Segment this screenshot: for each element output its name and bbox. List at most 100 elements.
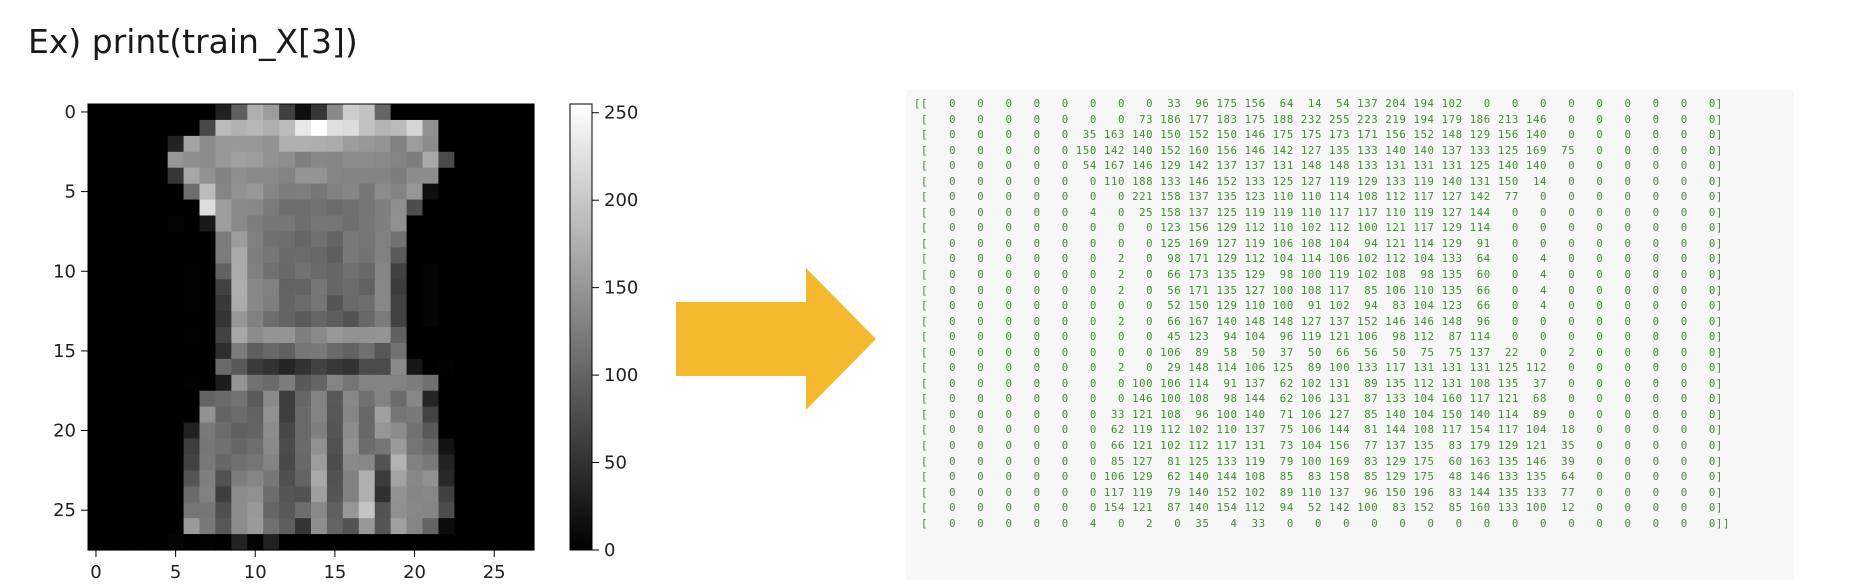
heatmap-cell [518,327,535,344]
heatmap-cell [135,231,153,248]
heatmap-cell [454,438,471,456]
heatmap-cell [454,470,471,487]
heatmap-cell [358,167,376,185]
heatmap-cell [311,327,328,344]
heatmap-cell [422,119,440,137]
heatmap-cell [470,199,487,217]
heatmap-cell [502,438,519,456]
heatmap-cell [311,231,328,248]
heatmap-cell [199,406,217,424]
heatmap-cell [215,279,232,296]
heatmap-cell [151,167,169,185]
heatmap-cell [470,422,487,440]
heatmap-cell [135,438,153,456]
heatmap-cell [183,374,201,392]
heatmap-cell [311,422,328,440]
heatmap-cell [151,104,169,121]
x-tick-label: 20 [403,562,426,583]
heatmap-cell [151,454,169,471]
heatmap-cell [502,247,519,264]
heatmap-cell [88,151,105,169]
heatmap-cell [119,374,137,392]
page-title: Ex) print(train_X[3]) [28,22,358,61]
heatmap-cell [263,247,280,264]
heatmap-cell [422,374,440,392]
heatmap-cell [88,279,105,296]
heatmap-cell [279,104,296,121]
heatmap-cell [326,390,344,408]
heatmap-cell [183,358,201,376]
heatmap-cell [151,486,169,503]
heatmap-cell [358,263,376,280]
heatmap-cell [470,470,487,487]
heatmap-cell [486,119,503,137]
heatmap-cell [518,215,535,233]
heatmap-cell [119,534,137,551]
heatmap-cell [342,215,360,233]
heatmap-cell [438,135,455,153]
matrix-output-text: [[ 0 0 0 0 0 0 0 0 33 96 175 156 64 14 5… [914,97,1730,530]
heatmap-cell [358,119,376,137]
heatmap-cell [326,311,344,328]
heatmap-cell [151,183,169,201]
heatmap-cell [311,502,328,519]
heatmap-cells [88,104,535,551]
heatmap-cell [406,438,424,456]
heatmap-cell [231,279,248,296]
heatmap-cell [390,422,408,440]
heatmap-cell [326,502,344,519]
heatmap-cell [454,518,471,535]
heatmap-cell [279,263,296,280]
heatmap-cell [470,135,487,153]
heatmap-cell [279,311,296,328]
heatmap-cell [502,374,519,392]
heatmap-cell [247,231,264,248]
heatmap-cell [199,167,217,185]
heatmap-cell [358,327,376,344]
heatmap-cell [199,486,217,503]
heatmap-cell [342,327,360,344]
heatmap-cell [183,295,201,312]
heatmap-cell [390,502,408,519]
heatmap-cell [119,342,137,360]
heatmap-cell [486,247,503,264]
heatmap-cell [518,135,535,153]
heatmap-cell [422,454,440,471]
heatmap-cell [390,518,408,535]
heatmap-cell [438,454,455,471]
heatmap-cell [135,119,153,137]
heatmap-cell [358,518,376,535]
heatmap-cell [215,295,232,312]
heatmap-cell [119,167,137,185]
heatmap-cell [406,135,424,153]
heatmap-cell [295,247,312,264]
heatmap-cell [422,358,440,376]
heatmap-cell [183,104,201,121]
heatmap-cell [422,311,440,328]
heatmap-cell [167,119,185,137]
heatmap-cell [390,183,408,201]
heatmap-cell [486,135,503,153]
heatmap-cell [231,358,248,376]
heatmap-cell [279,215,296,233]
heatmap-cell [374,247,392,264]
heatmap-cell [311,470,328,487]
heatmap-cell [215,518,232,535]
heatmap-cell [454,135,471,153]
heatmap-cell [135,311,153,328]
heatmap-cell [406,390,424,408]
heatmap-cell [119,279,137,296]
heatmap-cell [119,311,137,328]
heatmap-cell [279,231,296,248]
heatmap-cell [167,295,185,312]
heatmap-cell [231,199,248,217]
heatmap-cell [247,263,264,280]
heatmap-cell [390,406,408,424]
heatmap-cell [151,311,169,328]
heatmap-cell [342,374,360,392]
heatmap-cell [119,438,137,456]
heatmap-cell [183,422,201,440]
heatmap-cell [502,183,519,201]
heatmap-cell [151,358,169,376]
